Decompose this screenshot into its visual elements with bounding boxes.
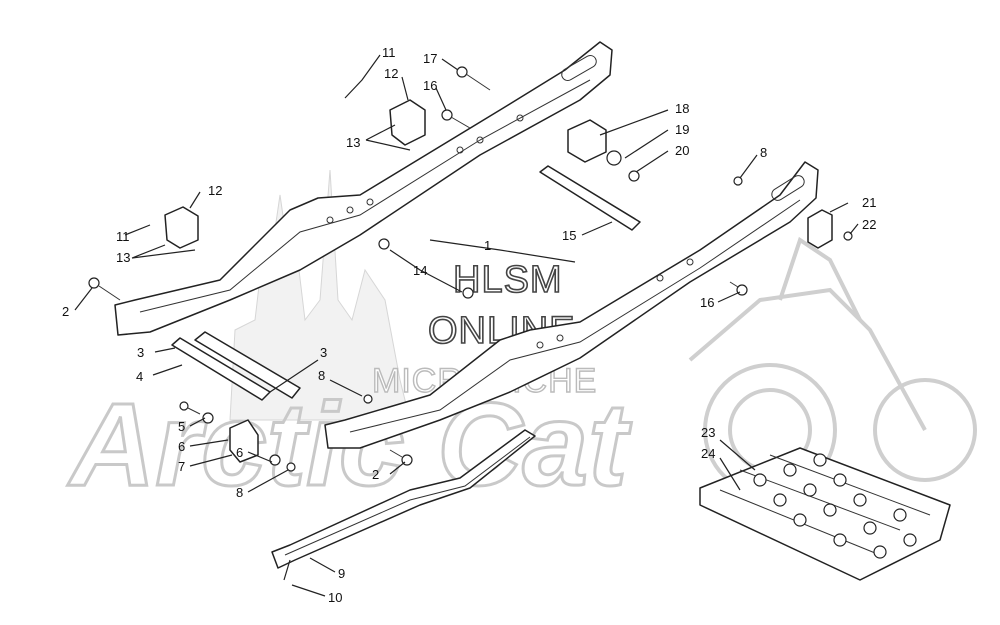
front-slide-rail xyxy=(324,161,819,449)
callout-3: 3 xyxy=(137,345,144,360)
callout-8: 8 xyxy=(236,485,243,500)
callout-15: 15 xyxy=(562,228,576,243)
callout-9: 9 xyxy=(338,566,345,581)
hardware xyxy=(88,66,853,581)
cross-shaft-15 xyxy=(539,165,641,231)
callout-13: 13 xyxy=(346,135,360,150)
rear-slide-rail xyxy=(114,41,613,336)
callout-6: 6 xyxy=(236,445,243,460)
callout-12: 12 xyxy=(208,183,222,198)
callout-2: 2 xyxy=(372,467,379,482)
hitch-block-upper xyxy=(389,99,426,146)
motorcycle-outline xyxy=(688,236,977,497)
callout-2: 2 xyxy=(62,304,69,319)
bumper-7 xyxy=(229,419,259,463)
callout-14: 14 xyxy=(413,263,427,278)
callout-8: 8 xyxy=(318,368,325,383)
callout-16: 16 xyxy=(423,78,437,93)
callout-3: 3 xyxy=(320,345,327,360)
callout-19: 19 xyxy=(675,122,689,137)
track-clip-sheet xyxy=(699,447,951,581)
callout-17: 17 xyxy=(423,51,437,66)
bracket-18 xyxy=(567,119,607,163)
callout-11: 11 xyxy=(116,229,130,244)
callout-5: 5 xyxy=(178,419,185,434)
callout-18: 18 xyxy=(675,101,689,116)
callout-24: 24 xyxy=(701,446,715,461)
callout-4: 4 xyxy=(136,369,143,384)
hitch-block-lower xyxy=(164,206,199,249)
callout-23: 23 xyxy=(701,425,715,440)
callout-6: 6 xyxy=(178,439,185,454)
callout-7: 7 xyxy=(178,459,185,474)
callout-13: 13 xyxy=(116,250,130,265)
callout-16: 16 xyxy=(700,295,714,310)
callout-1: 1 xyxy=(484,238,491,253)
callout-11: 11 xyxy=(382,45,396,60)
bracket-21 xyxy=(807,209,833,249)
callout-22: 22 xyxy=(862,217,876,232)
callout-21: 21 xyxy=(862,195,876,210)
callout-8: 8 xyxy=(760,145,767,160)
callout-12: 12 xyxy=(384,66,398,81)
leader-lines xyxy=(74,54,859,597)
callout-20: 20 xyxy=(675,143,689,158)
callouts: 11 12 13 17 16 18 19 20 8 12 11 13 21 22… xyxy=(62,45,876,605)
callout-10: 10 xyxy=(328,590,342,605)
